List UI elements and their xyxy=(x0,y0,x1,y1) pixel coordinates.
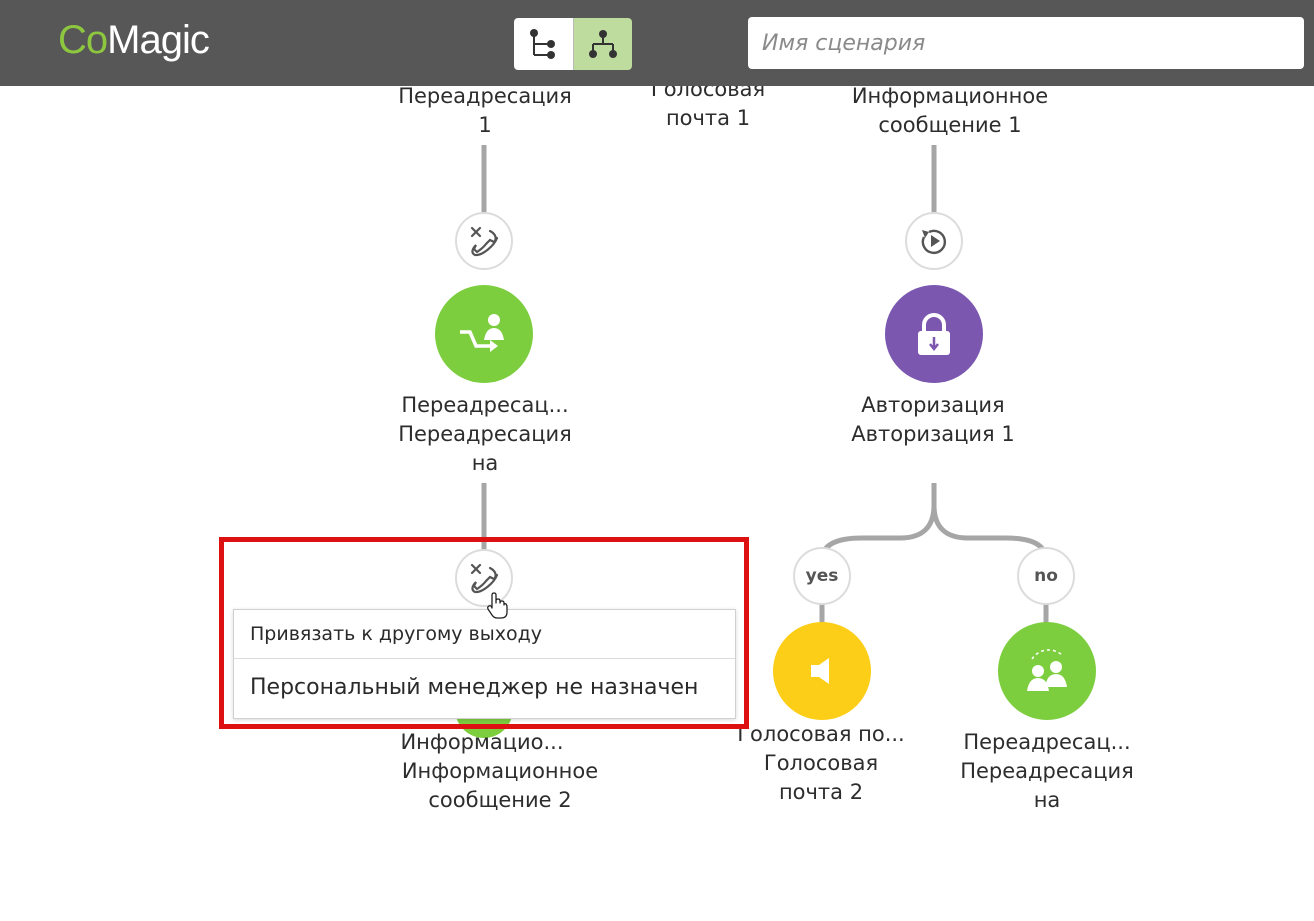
branch-yes[interactable]: yes xyxy=(793,547,851,605)
hangup-icon xyxy=(470,226,499,257)
redirect-node[interactable] xyxy=(435,285,533,383)
redirect-2-node[interactable] xyxy=(998,622,1096,720)
node-label-infomsg-1: Информационное сообщение 1 xyxy=(851,84,1049,137)
menu-item-bind-other-output[interactable]: Привязать к другому выходу xyxy=(234,610,735,659)
top-bar: CoMagic xyxy=(0,0,1314,86)
node-label-redirect-mid: Переадресац... Переадресация на xyxy=(398,393,572,475)
node-label-voicemail-2: Голосовая по... Голосовая почта 2 xyxy=(737,722,905,804)
menu-item-manager-not-assigned[interactable]: Персональный менеджер не назначен xyxy=(250,675,699,700)
comagic-logo: CoMagic xyxy=(58,18,210,62)
redirect-person-icon xyxy=(460,314,504,352)
speaker-icon xyxy=(811,658,829,684)
scenario-name-input[interactable] xyxy=(748,17,1304,69)
hangup-connector[interactable] xyxy=(455,212,513,270)
hand-cursor-icon xyxy=(487,592,508,619)
tree-view-button[interactable] xyxy=(514,18,574,70)
tree-view-icon xyxy=(530,29,556,59)
node-label-redirect-1: Переадресация 1 xyxy=(398,84,572,137)
hangup-connector-2[interactable] xyxy=(455,549,513,607)
branch-yes-label: yes xyxy=(805,566,839,586)
view-toggle xyxy=(514,18,632,70)
node-label-auth: Авторизация Авторизация 1 xyxy=(851,393,1015,446)
lock-icon xyxy=(918,313,950,355)
group-redirect-icon xyxy=(1027,649,1067,691)
auth-node[interactable] xyxy=(885,285,983,383)
node-label-infomsg-2: Информацио... Информационное сообщение 2 xyxy=(400,730,599,812)
node-label-redirect-2: Переадресац... Переадресация на xyxy=(960,730,1134,812)
highlight-frame xyxy=(219,537,749,729)
replay-connector[interactable] xyxy=(905,212,963,270)
hangup-icon xyxy=(470,563,499,594)
branch-no-label: no xyxy=(1034,566,1058,586)
context-menu: Привязать к другому выходу Персональный … xyxy=(233,609,736,719)
replay-icon xyxy=(921,229,947,255)
branch-no[interactable]: no xyxy=(1017,547,1075,605)
voicemail-2-node[interactable] xyxy=(773,622,871,720)
flow-view-button[interactable] xyxy=(573,18,632,70)
flow-view-icon xyxy=(588,30,617,58)
